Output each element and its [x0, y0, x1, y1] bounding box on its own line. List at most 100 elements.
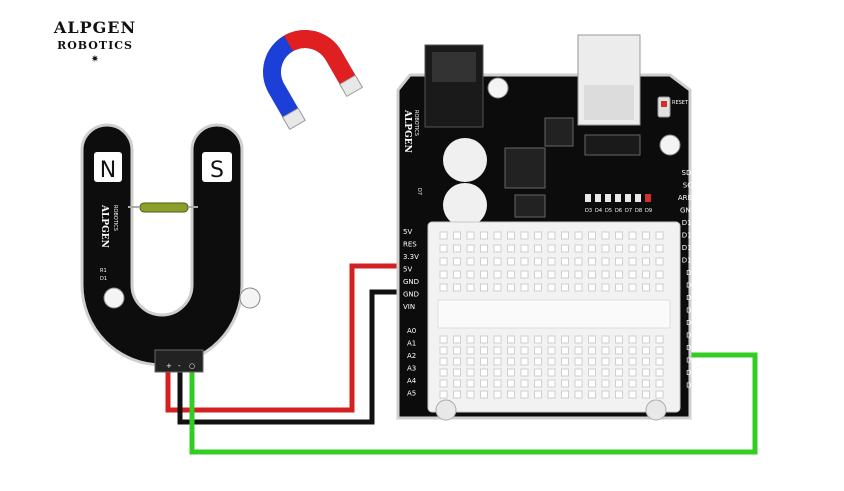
breadboard-hole[interactable] — [642, 335, 650, 344]
breadboard-hole[interactable] — [655, 368, 664, 377]
breadboard-hole[interactable] — [480, 346, 488, 355]
breadboard-hole[interactable] — [534, 390, 542, 399]
breadboard-hole[interactable] — [561, 270, 569, 279]
breadboard-hole[interactable] — [628, 231, 637, 240]
breadboard-hole[interactable] — [480, 270, 488, 279]
breadboard-hole[interactable] — [493, 357, 502, 366]
breadboard-hole[interactable] — [493, 346, 502, 355]
breadboard-hole[interactable] — [480, 283, 488, 292]
breadboard-hole[interactable] — [453, 346, 461, 355]
breadboard-hole[interactable] — [493, 283, 502, 292]
breadboard-hole[interactable] — [561, 357, 569, 366]
breadboard-hole[interactable] — [453, 357, 461, 366]
breadboard-hole[interactable] — [480, 231, 488, 240]
breadboard-hole[interactable] — [520, 231, 529, 240]
breadboard-hole[interactable] — [601, 231, 610, 240]
breadboard-hole[interactable] — [493, 257, 502, 266]
breadboard-hole[interactable] — [520, 270, 529, 279]
breadboard-hole[interactable] — [615, 390, 623, 399]
breadboard-hole[interactable] — [601, 335, 610, 344]
breadboard-hole[interactable] — [466, 283, 475, 292]
breadboard-hole[interactable] — [601, 270, 610, 279]
breadboard-hole[interactable] — [439, 231, 448, 240]
breadboard-hole[interactable] — [493, 379, 502, 388]
breadboard-hole[interactable] — [574, 379, 583, 388]
breadboard-hole[interactable] — [561, 244, 569, 253]
breadboard-hole[interactable] — [520, 346, 529, 355]
breadboard-hole[interactable] — [655, 357, 664, 366]
signal-wire[interactable] — [189, 352, 758, 455]
breadboard-hole[interactable] — [601, 283, 610, 292]
breadboard-hole[interactable] — [642, 357, 650, 366]
breadboard-hole[interactable] — [439, 335, 448, 344]
breadboard-hole[interactable] — [561, 283, 569, 292]
breadboard-hole[interactable] — [561, 257, 569, 266]
breadboard-hole[interactable] — [601, 346, 610, 355]
breadboard-hole[interactable] — [466, 357, 475, 366]
breadboard-hole[interactable] — [534, 283, 542, 292]
breadboard-hole[interactable] — [547, 231, 556, 240]
breadboard-hole[interactable] — [507, 346, 515, 355]
breadboard-hole[interactable] — [601, 390, 610, 399]
breadboard-hole[interactable] — [466, 379, 475, 388]
breadboard-hole[interactable] — [561, 335, 569, 344]
breadboard-hole[interactable] — [520, 257, 529, 266]
breadboard-hole[interactable] — [547, 244, 556, 253]
breadboard-hole[interactable] — [615, 346, 623, 355]
breadboard-hole[interactable] — [615, 357, 623, 366]
breadboard-hole[interactable] — [493, 270, 502, 279]
breadboard-hole[interactable] — [547, 379, 556, 388]
breadboard-hole[interactable] — [574, 283, 583, 292]
breadboard-hole[interactable] — [588, 357, 596, 366]
breadboard-hole[interactable] — [534, 257, 542, 266]
breadboard-hole[interactable] — [615, 368, 623, 377]
breadboard-hole[interactable] — [534, 231, 542, 240]
breadboard-hole[interactable] — [574, 368, 583, 377]
breadboard-hole[interactable] — [561, 390, 569, 399]
breadboard-hole[interactable] — [466, 346, 475, 355]
breadboard-hole[interactable] — [615, 270, 623, 279]
breadboard-hole[interactable] — [588, 283, 596, 292]
breadboard-hole[interactable] — [628, 283, 637, 292]
breadboard-hole[interactable] — [588, 346, 596, 355]
breadboard-hole[interactable] — [588, 390, 596, 399]
breadboard-hole[interactable] — [453, 270, 461, 279]
breadboard-hole[interactable] — [574, 257, 583, 266]
breadboard-hole[interactable] — [466, 390, 475, 399]
breadboard-hole[interactable] — [453, 283, 461, 292]
breadboard-hole[interactable] — [453, 257, 461, 266]
breadboard-hole[interactable] — [453, 335, 461, 344]
breadboard-hole[interactable] — [520, 335, 529, 344]
breadboard-hole[interactable] — [655, 335, 664, 344]
breadboard-hole[interactable] — [628, 390, 637, 399]
breadboard-hole[interactable] — [642, 379, 650, 388]
breadboard-hole[interactable] — [466, 270, 475, 279]
breadboard-hole[interactable] — [520, 283, 529, 292]
breadboard-hole[interactable] — [534, 244, 542, 253]
breadboard-hole[interactable] — [615, 379, 623, 388]
breadboard-hole[interactable] — [439, 346, 448, 355]
breadboard-hole[interactable] — [655, 244, 664, 253]
breadboard-hole[interactable] — [615, 257, 623, 266]
breadboard-hole[interactable] — [561, 379, 569, 388]
ground-wire[interactable] — [177, 289, 398, 425]
breadboard-hole[interactable] — [642, 283, 650, 292]
breadboard-hole[interactable] — [588, 244, 596, 253]
breadboard-hole[interactable] — [439, 257, 448, 266]
breadboard-hole[interactable] — [655, 346, 664, 355]
breadboard-hole[interactable] — [493, 368, 502, 377]
breadboard-hole[interactable] — [453, 244, 461, 253]
breadboard-hole[interactable] — [439, 357, 448, 366]
breadboard-hole[interactable] — [615, 244, 623, 253]
breadboard-hole[interactable] — [547, 335, 556, 344]
breadboard-hole[interactable] — [601, 357, 610, 366]
breadboard-hole[interactable] — [534, 335, 542, 344]
breadboard-hole[interactable] — [480, 390, 488, 399]
breadboard-hole[interactable] — [466, 368, 475, 377]
breadboard-hole[interactable] — [655, 283, 664, 292]
breadboard-hole[interactable] — [507, 257, 515, 266]
breadboard-hole[interactable] — [534, 379, 542, 388]
breadboard-hole[interactable] — [655, 231, 664, 240]
breadboard-hole[interactable] — [507, 244, 515, 253]
breadboard-hole[interactable] — [507, 283, 515, 292]
